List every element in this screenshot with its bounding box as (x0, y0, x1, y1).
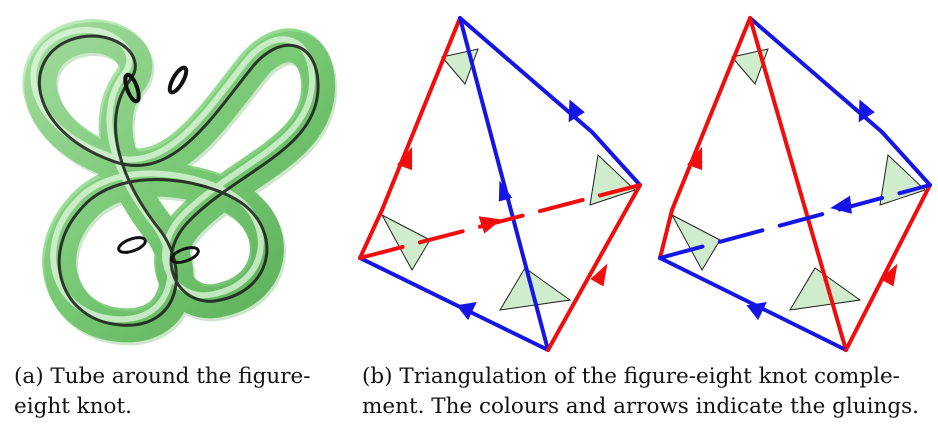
caption-a-line-1: (a) Tube around the figure- (14, 364, 311, 389)
triangulation-tetrahedron-2 (658, 16, 932, 352)
triangulation-tetrahedron-1 (358, 16, 642, 352)
caption-b: (b) Triangulation of the figure-eight kn… (362, 362, 932, 422)
caption-a-line-2: eight knot. (14, 394, 132, 419)
caption-b-line-2: ment. The colours and arrows indicate th… (362, 394, 919, 419)
caption-a: (a) Tube around the figure- eight knot. (14, 362, 334, 422)
figure-eight-knot-tube-illustration (22, 19, 337, 346)
caption-b-line-1: (b) Triangulation of the figure-eight kn… (362, 364, 900, 389)
edge-red (380, 16, 462, 212)
